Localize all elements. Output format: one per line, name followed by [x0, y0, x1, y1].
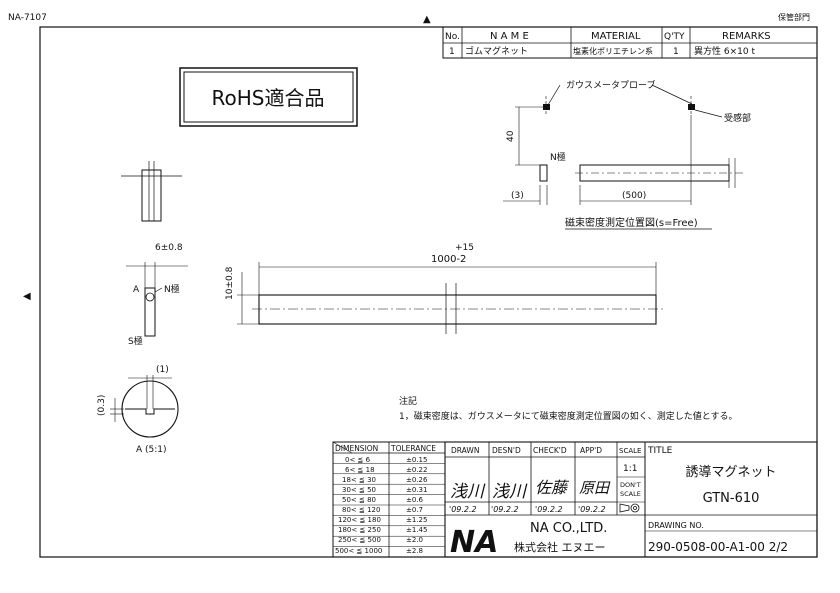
parts-row-no: 1	[449, 47, 455, 57]
tol-row-tol: ±0.6	[406, 496, 424, 504]
drawing-no-label: DRAWING NO.	[648, 521, 704, 530]
parts-header-name: N A M E	[490, 31, 529, 42]
side-s-pole: S極	[128, 335, 143, 347]
measurement-caption: 磁束密度測定位置図(s=Free)	[565, 216, 698, 229]
sensor-label: 受感部	[724, 112, 751, 124]
scale-value: 1:1	[623, 464, 637, 474]
storage-stamp: 保管部門	[778, 12, 810, 22]
width-dim-label: 6±0.8	[155, 243, 183, 253]
main-length-dim: 1000-2	[431, 254, 466, 265]
company-name-jp: 株式会社 エヌエー	[514, 540, 606, 554]
tol-row-tol: ±1.25	[406, 516, 427, 524]
length-upper-tolerance: +15	[455, 243, 474, 253]
front-view	[121, 161, 182, 222]
tol-row-dim: 6< ≦ 18	[345, 466, 375, 474]
tol-row-dim: 250< ≦ 500	[338, 536, 381, 544]
drawn-date: '09.2.2	[449, 505, 477, 514]
length-dim-label: (500)	[622, 191, 646, 201]
tol-row-tol: ±0.7	[406, 506, 423, 514]
detail-top-dim: (1)	[156, 365, 169, 375]
drawn-signature: 浅川	[450, 482, 486, 502]
notes: 注記 1，磁束密度は、ガウスメータにて磁束密度測定位置図の如く、測定した値とする…	[399, 395, 737, 422]
tol-row-tol: ±0.22	[406, 466, 427, 474]
notes-item-1: 1，磁束密度は、ガウスメータにて磁束密度測定位置図の如く、測定した値とする。	[399, 410, 737, 422]
tol-row-tol: ±1.45	[406, 526, 427, 534]
notes-title: 注記	[399, 395, 417, 407]
tolerance-table: DIMENSION TOLERANCE 0< ≦ 6 ±0.15 6< ≦ 18…	[332, 441, 446, 558]
probe-right-icon	[688, 104, 695, 110]
tol-row-dim: 120< ≦ 180	[338, 516, 381, 524]
doc-number: NA-7107	[8, 13, 47, 23]
title-block: DRAWN DESN'D CHECK'D APP'D SCALE 1:1 DON…	[444, 441, 818, 560]
detail-a-marker	[145, 292, 155, 302]
height-dim-label: 40	[506, 130, 516, 142]
parts-list: No. N A M E MATERIAL Q'TY REMARKS 1 ゴムマグ…	[442, 26, 818, 59]
tol-row-dim: 18< ≦ 30	[342, 476, 376, 484]
title-label: TITLE	[647, 446, 673, 456]
checked-label: CHECK'D	[533, 446, 567, 455]
dont-scale-line1: DON'T	[620, 481, 641, 489]
checked-date: '09.2.2	[535, 505, 563, 514]
approved-date: '09.2.2	[578, 505, 606, 514]
tol-header-tolerance: TOLERANCE	[390, 444, 436, 453]
tol-row-tol: ±0.26	[406, 476, 428, 484]
designed-date: '09.2.2	[491, 505, 519, 514]
tol-row-tol: ±0.15	[406, 456, 427, 464]
projection-symbol-icon	[619, 503, 640, 513]
tol-row-dim: 0< ≦ 6	[345, 456, 371, 464]
parts-header-remarks: REMARKS	[722, 31, 771, 42]
approved-signature: 原田	[579, 479, 611, 497]
center-mark-left: ◀	[23, 291, 31, 302]
side-n-pole: N極	[164, 283, 180, 295]
parts-row-material: 塩素化ポリエチレン系	[573, 46, 653, 56]
measurement-view: ガウスメータプローブ 受感部 40 N極 (3) (500) 磁束密度測定位置図…	[503, 79, 751, 230]
drawing-number: 290-0508-00-A1-00 2/2	[648, 540, 788, 554]
measure-n-pole: N極	[550, 151, 566, 163]
rohs-label-box: RoHS適合品	[179, 67, 358, 127]
gap-dim-label: (3)	[511, 191, 524, 201]
parts-row-name: ゴムマグネット	[465, 45, 528, 57]
probe-left-icon	[543, 104, 550, 110]
part-title-jp: 誘導マグネット	[685, 465, 776, 480]
scale-label: SCALE	[619, 447, 641, 455]
main-height-dim: 10±0.8	[225, 266, 235, 300]
parts-row-qty: 1	[673, 47, 679, 57]
parts-header-qty: Q'TY	[664, 32, 685, 42]
parts-header-material: MATERIAL	[591, 31, 641, 42]
drawn-label: DRAWN	[451, 446, 479, 455]
approved-label: APP'D	[580, 446, 602, 455]
parts-header-no: No.	[445, 32, 460, 42]
probe-label: ガウスメータプローブ	[566, 79, 655, 91]
main-bar-view: +15 1000-2 10±0.8	[225, 243, 664, 334]
side-view: 6±0.8 A N極 S極	[126, 243, 188, 347]
designed-label: DESN'D	[492, 446, 521, 455]
tol-row-tol: ±2.0	[406, 536, 423, 544]
tol-row-tol: ±2.8	[406, 547, 423, 555]
parts-row-remarks: 異方性 6×10 t	[694, 45, 755, 57]
company-name-en: NA CO.,LTD.	[530, 521, 607, 536]
tol-row-dim: 30< ≦ 50	[342, 486, 376, 494]
company-logo: NA	[450, 525, 498, 560]
tol-row-dim: 500< ≦ 1000	[335, 547, 382, 555]
designed-signature: 浅川	[492, 482, 528, 502]
rohs-label: RoHS適合品	[212, 86, 325, 110]
tol-row-dim: 180< ≦ 250	[338, 526, 381, 534]
tol-row-tol: ±0.31	[406, 486, 427, 494]
tol-header-dimension: DIMENSION	[335, 444, 378, 453]
detail-a-view: (1) (0.3) A (5:1)	[97, 365, 179, 455]
part-title-code: GTN-610	[703, 491, 760, 506]
checked-signature: 佐藤	[535, 478, 570, 497]
side-label-a: A	[133, 285, 140, 295]
tol-row-dim: 80< ≦ 120	[342, 506, 380, 514]
tol-row-dim: 50< ≦ 80	[342, 496, 376, 504]
detail-side-dim: (0.3)	[97, 395, 107, 416]
detail-caption: A (5:1)	[136, 445, 167, 455]
dont-scale-line2: SCALE	[620, 490, 641, 498]
center-mark-top: ▲	[423, 14, 431, 25]
